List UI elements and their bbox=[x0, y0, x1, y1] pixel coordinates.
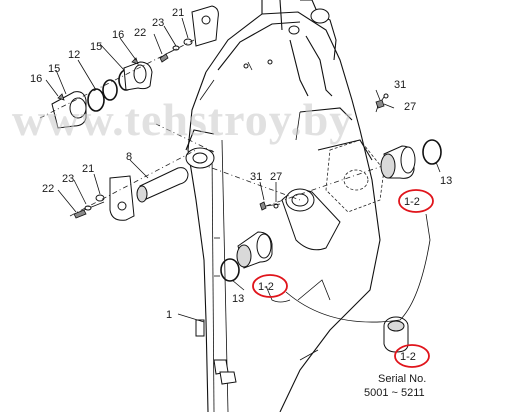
callout-15-top: 15 bbox=[90, 41, 102, 53]
highlight-label-right: 1-2 bbox=[404, 196, 420, 208]
callout-22-mid: 22 bbox=[42, 183, 54, 195]
right-bushing-assembly bbox=[220, 93, 442, 353]
serial-note: Serial No. 5001 ~ 5211 bbox=[364, 373, 426, 399]
callout-15-left: 15 bbox=[48, 63, 60, 75]
highlighted-labels: 1-2 1-2 1-2 bbox=[252, 189, 434, 368]
callout-13-right: 13 bbox=[440, 175, 452, 187]
upper-left-pin-assembly bbox=[39, 5, 219, 221]
callout-31-mid: 31 bbox=[250, 171, 262, 183]
callout-21-mid: 21 bbox=[82, 163, 94, 175]
callout-16-top: 16 bbox=[112, 29, 124, 41]
callout-16-left: 16 bbox=[30, 73, 42, 85]
callout-23-top: 23 bbox=[152, 17, 164, 29]
callout-13-mid: 13 bbox=[232, 293, 244, 305]
callout-labels: 21 23 22 16 15 12 15 16 8 21 23 22 31 27… bbox=[30, 7, 452, 321]
callout-27-mid: 27 bbox=[270, 171, 282, 183]
highlight-label-serial: 1-2 bbox=[400, 351, 416, 363]
callout-23-mid: 23 bbox=[62, 173, 74, 185]
highlight-label-mid: 1-2 bbox=[258, 281, 274, 293]
leader-lines bbox=[45, 17, 441, 323]
callout-22-top: 22 bbox=[134, 27, 146, 39]
highlight-ring-serial bbox=[394, 344, 430, 368]
watermark-text: www.tehstroy.by bbox=[12, 94, 353, 145]
callout-8: 8 bbox=[126, 151, 132, 163]
boom-body bbox=[155, 0, 401, 413]
callout-21-top: 21 bbox=[172, 7, 184, 19]
callout-27-right: 27 bbox=[404, 101, 416, 113]
callout-1: 1 bbox=[166, 309, 172, 321]
highlight-ring-right bbox=[398, 189, 434, 213]
serial-label: Serial No. bbox=[378, 373, 426, 385]
callout-12: 12 bbox=[68, 49, 80, 61]
serial-range: 5001 ~ 5211 bbox=[364, 387, 425, 399]
highlight-ring-mid bbox=[252, 274, 288, 298]
callout-31-right: 31 bbox=[394, 79, 406, 91]
